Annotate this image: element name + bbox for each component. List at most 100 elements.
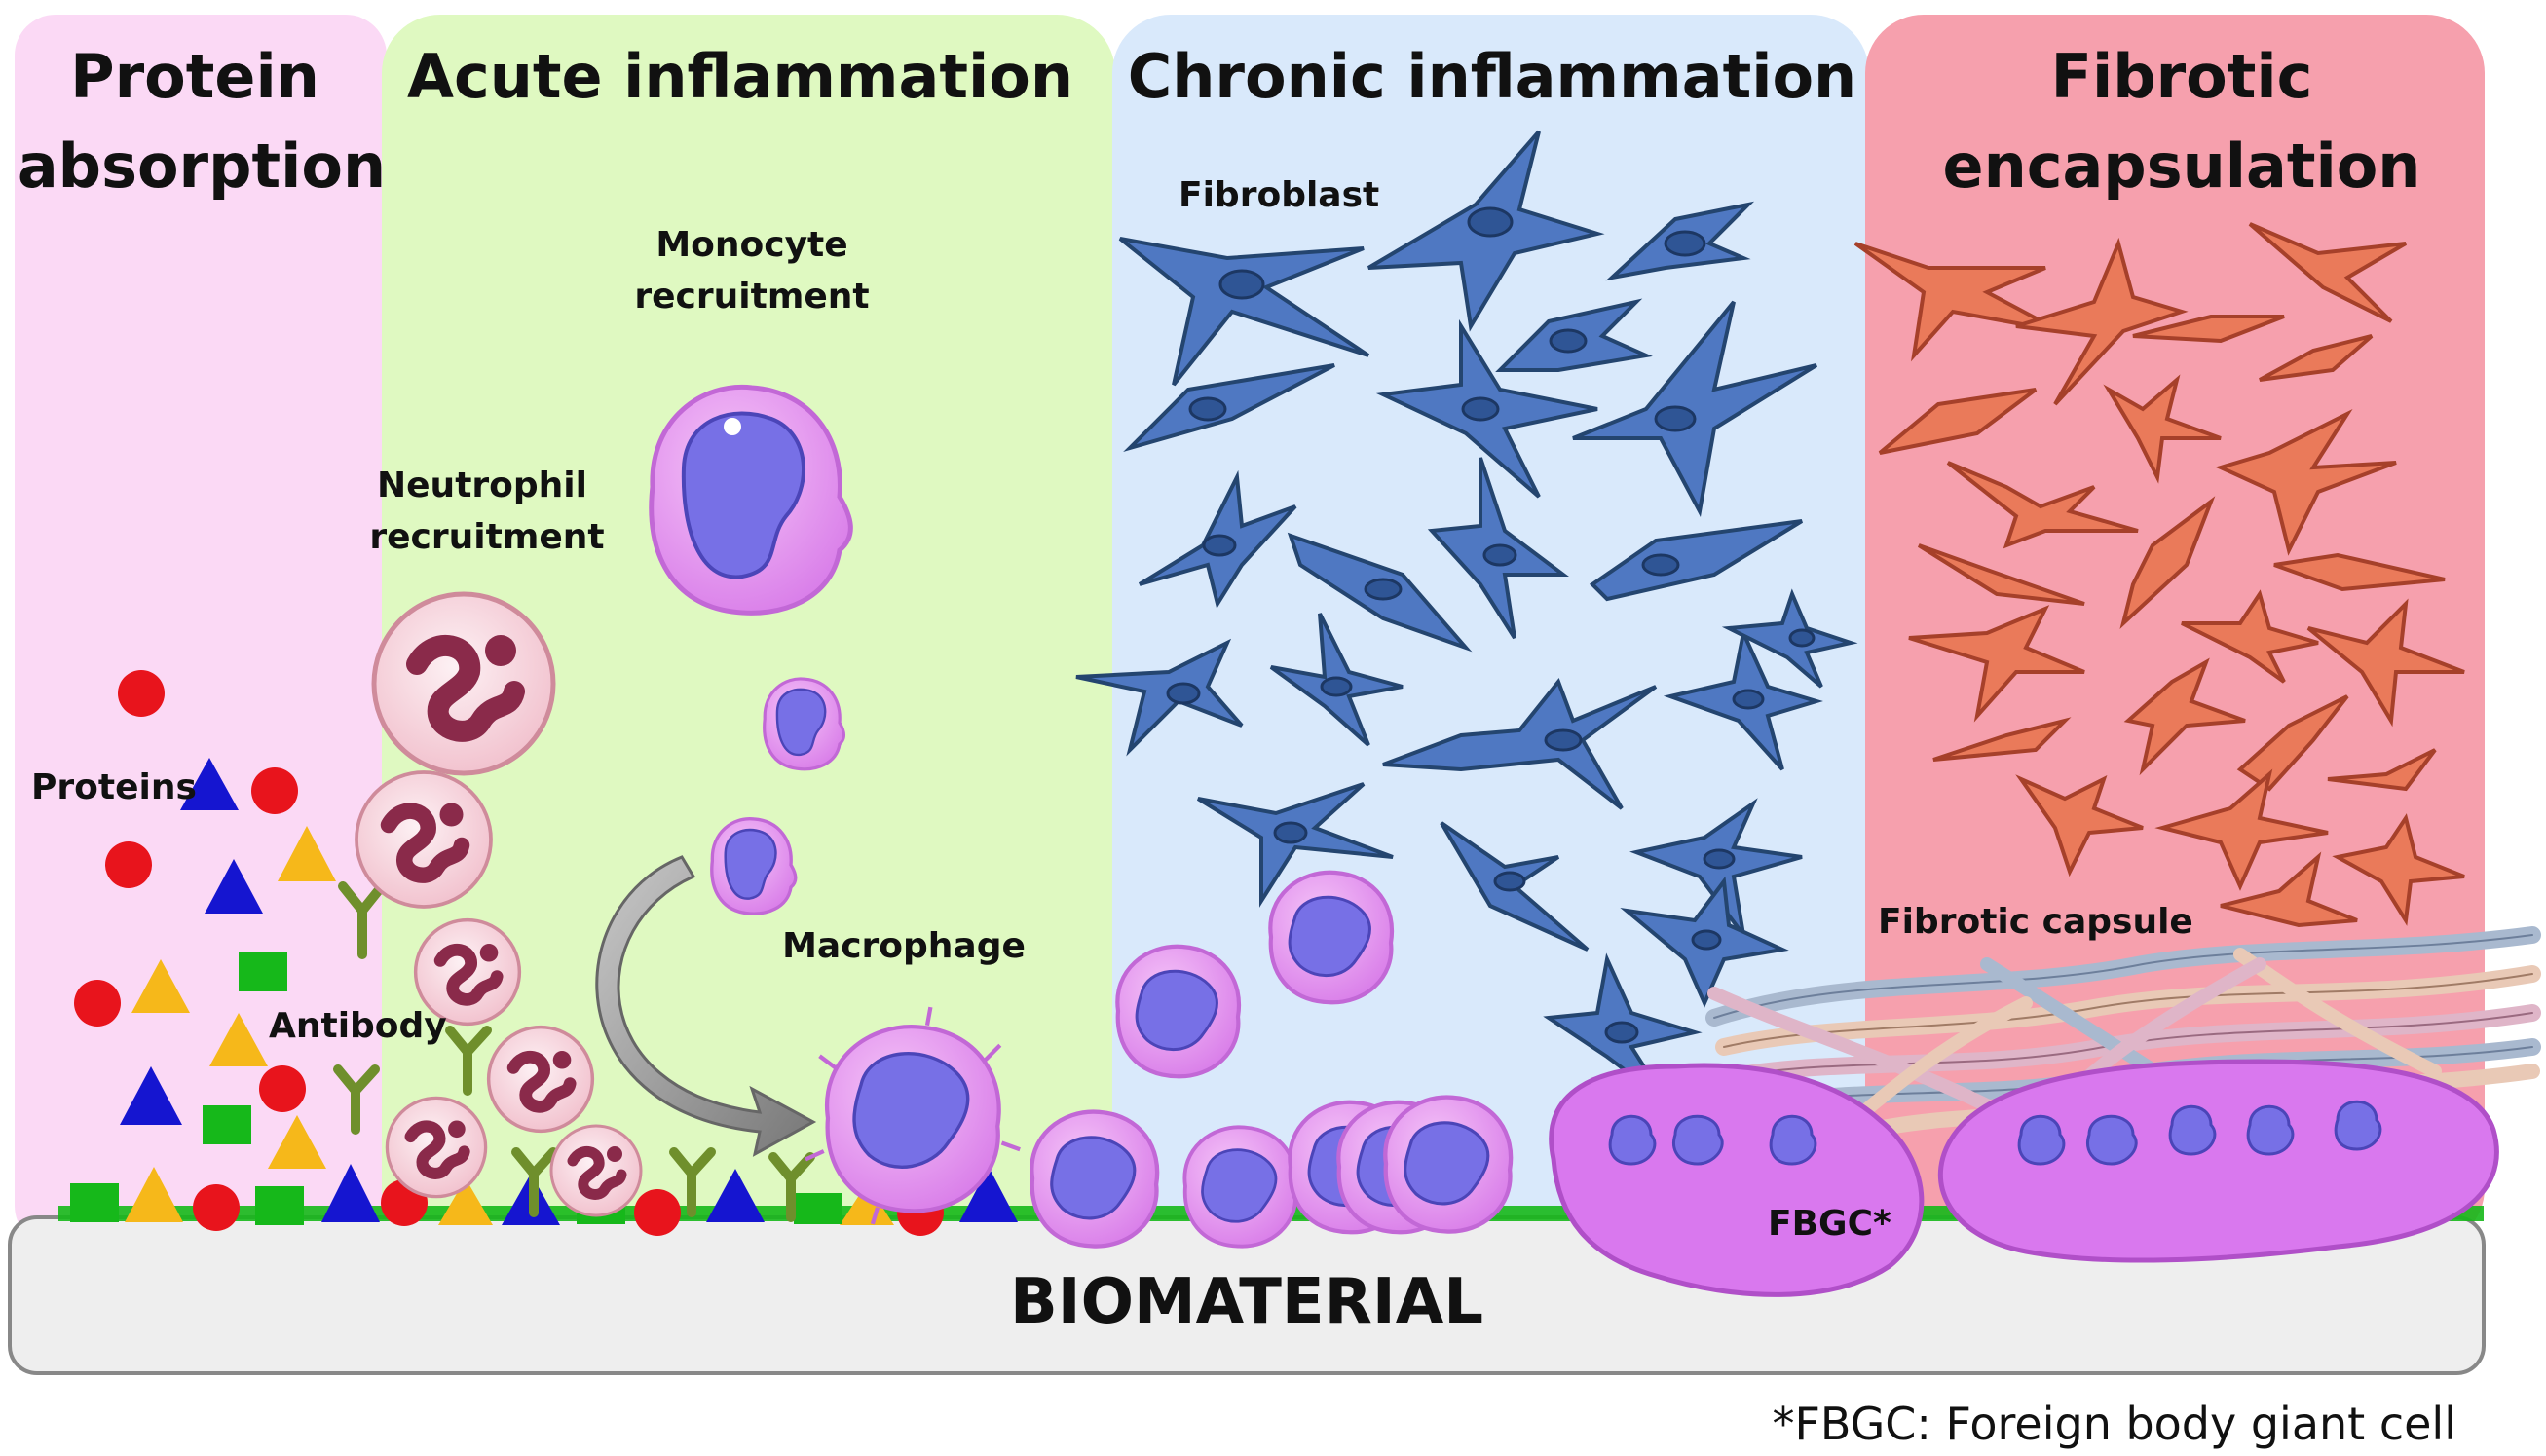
macrophage-icon [805,1006,1021,1225]
chronic-macrophages-group [1030,870,1514,1249]
monocyte-icon [649,384,853,616]
protein-red-circle [74,980,121,1027]
fibrotic-fibroblast-icon [2123,657,2246,776]
footnote: *FBGC: Foreign body giant cell [1772,1398,2456,1450]
fbgc-nuclei [1608,1100,2382,1166]
fibrotic-fibroblast-icon [2015,237,2189,406]
biomaterial-label: BIOMATERIAL [1010,1266,1483,1338]
differentiation-arrow-icon [595,855,817,1157]
fibroblast-icon [1123,363,1335,453]
fibrotic-fibroblast-icon [1946,461,2139,549]
fibrotic-fibroblast-icon [2248,222,2408,323]
fibrotic-fibroblast-icon [2306,598,2465,728]
fibrotic-fibroblast-icon [2273,552,2446,592]
fibrotic-fibroblast-icon [2132,315,2285,344]
fibrotic-fibroblast-icon [2154,768,2329,891]
neutrophil-icon [486,1025,595,1134]
protein-red-circle [193,1184,240,1231]
neutrophil-icon [549,1124,643,1217]
fibroblast-icon [1572,300,1818,518]
fibrotic-capsule-label: Fibrotic capsule [1878,902,2193,942]
macrophage-label: Macrophage [782,926,1026,966]
protein-yellow-triangle [268,1115,326,1169]
monocytes-group [649,384,1021,1225]
fibrotic-fibroblast-icon [2119,496,2216,630]
fibroblast-nuclei [1166,206,1816,1044]
antibody-icon [669,1147,716,1217]
monocyte-label-line1: Monocyte [655,225,847,265]
fibrotic-fibroblast-icon [2215,408,2397,556]
fibroblast-icon [1382,678,1658,810]
monocyte-icon [710,817,798,915]
fibroblast-icon [1589,519,1804,602]
macrophage-icon [1115,944,1242,1079]
fbgc-icon [1938,1059,2499,1263]
protein-yellow-triangle [438,1178,493,1225]
neutrophil-icon [355,770,493,909]
fibrotic-fibroblast-icon [1932,717,2072,762]
protein-yellow-triangle [131,959,190,1013]
monocyte-icon [763,677,846,771]
fibrotic-fibroblast-icon [1917,543,2085,606]
fibrotic-title-line2: encapsulation [1943,131,2421,202]
protein-red-circle [259,1065,306,1112]
antibody-label: Antibody [269,1006,447,1046]
protein-green-square [203,1105,251,1144]
protein-yellow-triangle [278,826,336,881]
protein-blue-triangle [706,1169,765,1222]
chronic-title: Chronic inflammation [1128,41,1856,112]
fibrotic-fibroblast-icon [1878,388,2038,455]
fibroblast-icon [1118,237,1370,387]
fbgc-group [1549,1059,2499,1297]
antibody-icon [511,1147,558,1217]
fibrotic-fibroblast-icon [2103,374,2222,484]
fbgc-label: FBGC* [1768,1204,1891,1244]
fibrotic-fibroblast-icon [2332,813,2465,926]
macrophage-icon [1268,870,1395,1005]
antibody-icon [333,1064,380,1135]
protein-title-line2: absorption [18,131,386,202]
monocyte-label-line2: recruitment [634,277,869,317]
protein-blue-triangle [959,1167,1018,1222]
macrophage-icon [1182,1125,1298,1249]
neutrophil-label-line1: Neutrophil [377,466,587,505]
fibrotic-fibroblast-icon [2220,851,2358,928]
protein-green-square [794,1193,842,1224]
fibrotic-fibroblast-icon [2327,748,2437,792]
fibrotic-fibroblast-icon [2015,774,2144,877]
fibroblast-label: Fibroblast [1179,175,1379,215]
macrophage-icon [1030,1109,1160,1249]
fibrotic-fibroblast-icon [1908,605,2085,723]
fibrotic-fibroblast-icon [2181,589,2319,684]
protein-red-circle [251,767,298,814]
fibrotic-fibroblast-icon [2259,334,2374,382]
neutrophil-icon [385,1096,488,1199]
fibroblast-icon [1075,638,1244,757]
acute-title: Acute inflammation [407,41,1073,112]
protein-green-square [255,1186,304,1225]
panel-protein-absorption [15,15,387,1247]
neutrophil-icon [371,591,556,776]
neutrophil-icon [413,917,522,1027]
protein-yellow-triangle [209,1013,268,1066]
protein-blue-triangle [205,859,263,914]
protein-yellow-triangle [125,1167,183,1222]
protein-green-square [239,952,287,991]
protein-blue-triangle [180,758,239,810]
protein-red-circle [634,1189,681,1236]
protein-blue-triangle [321,1164,380,1222]
macrophage-icon [1383,1095,1514,1234]
protein-red-circle [105,841,152,888]
fibrotic-title-line1: Fibrotic [2051,41,2313,112]
proteins-label: Proteins [31,767,197,807]
fibrotic-fibroblasts-group [1853,222,2465,928]
protein-blue-triangle [120,1066,182,1125]
protein-red-circle [118,670,165,717]
neutrophils-group [355,591,643,1217]
protein-yellow-triangle [840,1183,894,1225]
protein-title-line1: Protein [70,41,319,112]
panel-acute-inflammation [382,15,1115,1247]
neutrophil-label-line2: recruitment [369,517,604,557]
protein-green-square [70,1183,119,1222]
